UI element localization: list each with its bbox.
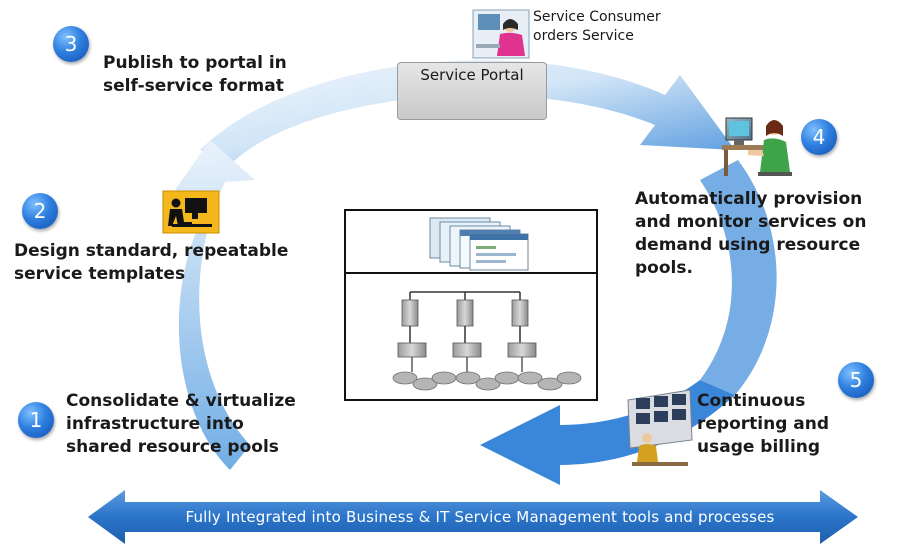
step-label-1: Consolidate & virtualize infrastructure … [66,390,296,459]
service-consumer-line-2: orders Service [533,28,634,44]
step-label-4: Automatically provision and monitor serv… [635,188,866,280]
step-label-3: Publish to portal in self-service format [103,52,287,98]
integration-banner [88,490,858,544]
service-portal-box: Service Portal [397,62,547,120]
step-label-5-line-2: reporting and [697,414,830,434]
step-label-4-line-4: pools. [635,258,693,278]
step-number-2: 2 [22,193,58,229]
step-label-5-line-1: Continuous [697,391,806,411]
cycle-arc-top [200,60,735,165]
cycle-arc-left [175,140,255,470]
cycle-arc-right [700,160,777,395]
integration-banner-text: Fully Integrated into Business & IT Serv… [185,508,775,526]
designer-workstation-icon [162,190,220,234]
step-label-5: Continuous reporting and usage billing [697,390,829,459]
step-label-4-line-1: Automatically provision [635,189,863,209]
step-label-2-line-2: service templates [14,264,186,284]
step-label-2-line-1: Design standard, repeatable [14,241,289,261]
service-portal-title: Service Portal [420,66,524,84]
service-consumer-icon [472,9,530,59]
control-room-icon [627,389,693,466]
service-template-icon [429,217,529,271]
step-label-3-line-1: Publish to portal in [103,53,287,73]
step-label-1-line-3: shared resource pools [66,437,279,457]
server-pool-icon [392,291,582,391]
step-number-4: 4 [801,119,837,155]
step-number-3: 3 [53,26,89,62]
step-label-1-line-1: Consolidate & virtualize [66,391,296,411]
step-label-4-line-3: demand using resource [635,235,861,255]
service-consumer-line-1: Service Consumer [533,9,661,25]
step-label-5-line-3: usage billing [697,437,821,457]
step-number-5: 5 [838,362,874,398]
service-consumer-label: Service Consumer orders Service [533,8,661,46]
step-label-2: Design standard, repeatable service temp… [14,240,288,286]
step-label-3-line-2: self-service format [103,76,284,96]
step-number-1: 1 [18,402,54,438]
step-label-1-line-2: infrastructure into [66,414,244,434]
step-label-4-line-2: and monitor services on [635,212,867,232]
operator-workstation-icon [722,117,792,176]
